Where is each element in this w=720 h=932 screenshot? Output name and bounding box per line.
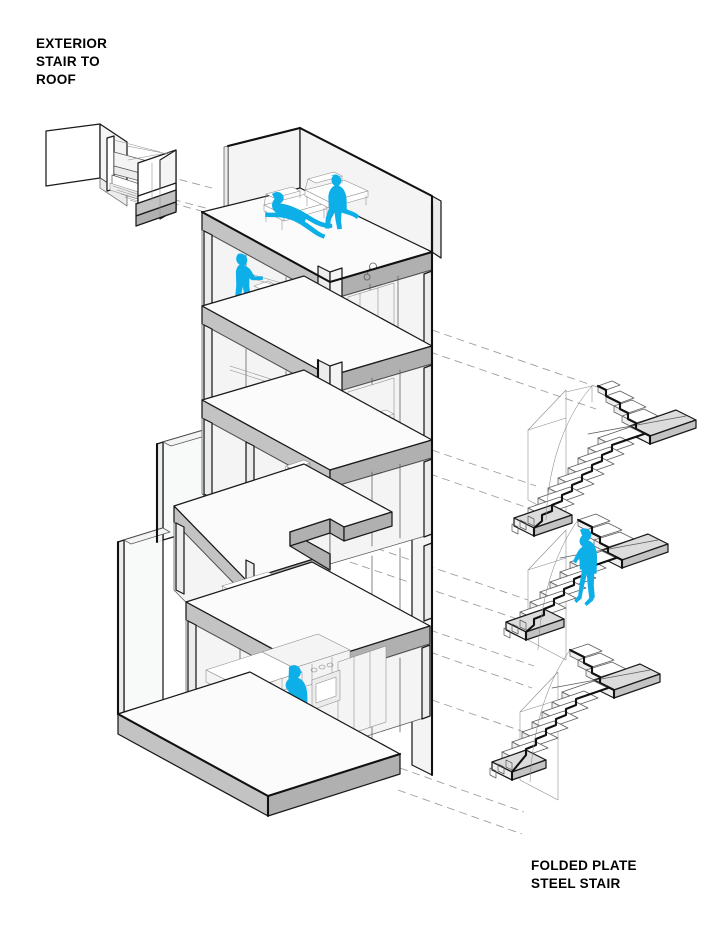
kitchen-oven — [310, 662, 341, 711]
stair-flight-4 — [503, 528, 618, 642]
stair-flight-1 — [587, 380, 697, 446]
figure-bedroom-standing — [234, 253, 263, 312]
stair-flight-5 — [489, 643, 661, 782]
stair-flight-3 — [559, 513, 669, 570]
figure-stair-descending — [572, 528, 598, 606]
stair-flight-2 — [511, 426, 646, 538]
figure-roof-seated — [325, 174, 360, 230]
label-folded-plate-steel-stair: FOLDED PLATE STEEL STAIR — [531, 858, 637, 891]
exterior-roof-stair — [45, 123, 177, 227]
cutaway-building-section — [116, 126, 442, 818]
label-exterior-stair-to-roof: EXTERIOR STAIR TO ROOF — [36, 36, 108, 87]
level-kitchen — [117, 619, 431, 817]
figure-roof-reclining — [265, 191, 333, 239]
level-upper-bedroom — [201, 229, 433, 395]
folded-plate-steel-stair — [489, 380, 697, 801]
level-office — [156, 417, 433, 597]
exploded-projection-lines — [103, 159, 601, 835]
